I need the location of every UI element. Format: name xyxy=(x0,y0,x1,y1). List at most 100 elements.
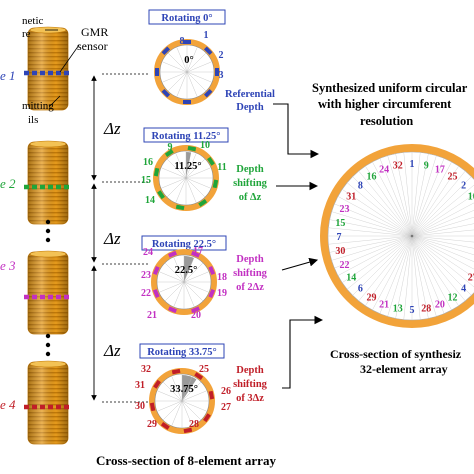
synthesized-element-number: 30 xyxy=(335,246,345,257)
rotation-label-box-2 xyxy=(143,127,229,143)
synthesized-element-number: 25 xyxy=(448,171,458,182)
element-number: 28 xyxy=(189,419,199,430)
stage-annotations: Referential Depth Depth shifting of Δz D… xyxy=(225,89,275,404)
sensor-element xyxy=(191,306,200,314)
sensor-element xyxy=(208,266,216,275)
rotation-sector-2 xyxy=(186,152,192,178)
element-number: 3 xyxy=(219,70,224,81)
sensor-element xyxy=(207,156,215,166)
sensor-element xyxy=(187,145,197,152)
element-number: 16 xyxy=(143,157,153,168)
center-angle-1: 0° xyxy=(184,55,193,66)
sensor-element xyxy=(153,167,160,177)
coil-2 xyxy=(24,140,72,225)
annotation-4-line-2: shifting xyxy=(233,379,268,390)
synthesized-element-number: 31 xyxy=(346,191,356,202)
rotation-label-1: Rotating 0° xyxy=(161,13,212,24)
rotation-label-box-4 xyxy=(139,343,225,359)
synthesized-element-number: 15 xyxy=(335,218,345,229)
synthesized-element-number: 29 xyxy=(366,293,376,304)
element-number: 29 xyxy=(147,419,157,430)
synthesized-element-number: 1 xyxy=(410,159,415,170)
rotation-sector-4 xyxy=(182,375,197,401)
sensor-element xyxy=(203,46,213,56)
stage-ring-2 xyxy=(153,145,219,211)
coil-3 xyxy=(24,250,72,335)
sensor-element xyxy=(155,68,159,76)
element-number: 27 xyxy=(221,402,231,413)
sensor-element xyxy=(194,372,204,380)
synthesized-element-number: 28 xyxy=(421,304,431,315)
annotation-1-line-2: Depth xyxy=(236,102,264,113)
sensor-element xyxy=(208,289,216,298)
sensor-element xyxy=(153,379,161,389)
rotation-label-box-1 xyxy=(148,9,226,25)
synthesized-element-number: 22 xyxy=(340,260,350,271)
synthesized-element-number: 21 xyxy=(379,299,389,310)
label-sensor: sensor xyxy=(77,39,108,53)
sensor-element xyxy=(152,289,160,298)
caption-right-line-1: Cross-section of synthesiz xyxy=(330,347,462,361)
element-number: 9 xyxy=(168,142,173,153)
sensor-element xyxy=(183,40,191,44)
element-number: 10 xyxy=(200,140,210,151)
sensor-element xyxy=(164,149,174,157)
sensor-element xyxy=(160,422,170,430)
delta-z-3: Δz xyxy=(103,341,121,360)
coil-column xyxy=(24,26,72,445)
synthesized-element-number: 23 xyxy=(340,204,350,215)
center-angle-4: 33.75° xyxy=(170,384,198,395)
synthesized-element-number: 4 xyxy=(461,284,466,295)
right-title-line-3: resolution xyxy=(360,114,413,128)
label-emitting: mitting xyxy=(22,100,54,112)
rotation-label-4: Rotating 33.75° xyxy=(147,347,217,358)
element-number: 14 xyxy=(145,195,155,206)
synthesized-element-number: 32 xyxy=(393,160,403,171)
stage-ring-4 xyxy=(149,368,215,434)
annotation-4-line-1: Depth xyxy=(236,365,264,376)
stage-label-4: e 4 xyxy=(0,397,16,412)
stage-1: Rotating 0° 0° 8 12 3 xyxy=(148,9,226,105)
element-number: 25 xyxy=(199,364,209,375)
element-number: 18 xyxy=(217,272,227,283)
synthesized-element-number: 27 xyxy=(468,273,474,284)
element-number: 2 xyxy=(219,50,224,61)
caption-right-line-2: 32-element array xyxy=(360,362,448,376)
label-coils: ils xyxy=(28,114,38,126)
sensor-element xyxy=(171,368,181,375)
sensor-element xyxy=(183,100,191,104)
element-number: 31 xyxy=(135,380,145,391)
synthesized-element-number: 8 xyxy=(358,180,363,191)
synthesized-array: 1917252101826311192741220285132129614223… xyxy=(320,144,474,328)
annotation-2-line-1: Depth xyxy=(236,164,264,175)
element-number: 23 xyxy=(141,270,151,281)
sensor-element xyxy=(191,250,200,258)
sensor-element xyxy=(152,266,160,275)
element-number: 22 xyxy=(141,288,151,299)
element-number: 1 xyxy=(204,30,209,41)
sensor-element xyxy=(161,46,171,56)
sensor-element xyxy=(203,88,213,98)
leader-coils xyxy=(49,95,61,107)
rotation-label-2: Rotating 11.25° xyxy=(152,131,221,142)
label-magnetic: netic xyxy=(22,15,43,27)
annotation-2-line-3: of Δz xyxy=(239,192,262,203)
synthesized-element-number: 2 xyxy=(461,180,466,191)
synthesized-element-number: 9 xyxy=(424,160,429,171)
element-number: 15 xyxy=(141,175,151,186)
center-angle-3: 22.5° xyxy=(175,265,198,276)
annotation-1-line-1: Referential xyxy=(225,89,275,100)
depth-dimensions xyxy=(91,73,150,403)
synthesized-element-number: 12 xyxy=(448,293,458,304)
element-number: 20 xyxy=(191,310,201,321)
sensor-element xyxy=(157,190,165,200)
delta-z-1: Δz xyxy=(103,119,121,138)
synthesized-element-number: 14 xyxy=(346,273,356,284)
ellipsis-dots xyxy=(45,219,51,357)
center-angle-2: 11.25° xyxy=(174,161,201,172)
caption-left: Cross-section of 8-element array xyxy=(96,453,276,468)
element-number: 21 xyxy=(147,310,157,321)
element-number: 8 xyxy=(180,36,185,47)
